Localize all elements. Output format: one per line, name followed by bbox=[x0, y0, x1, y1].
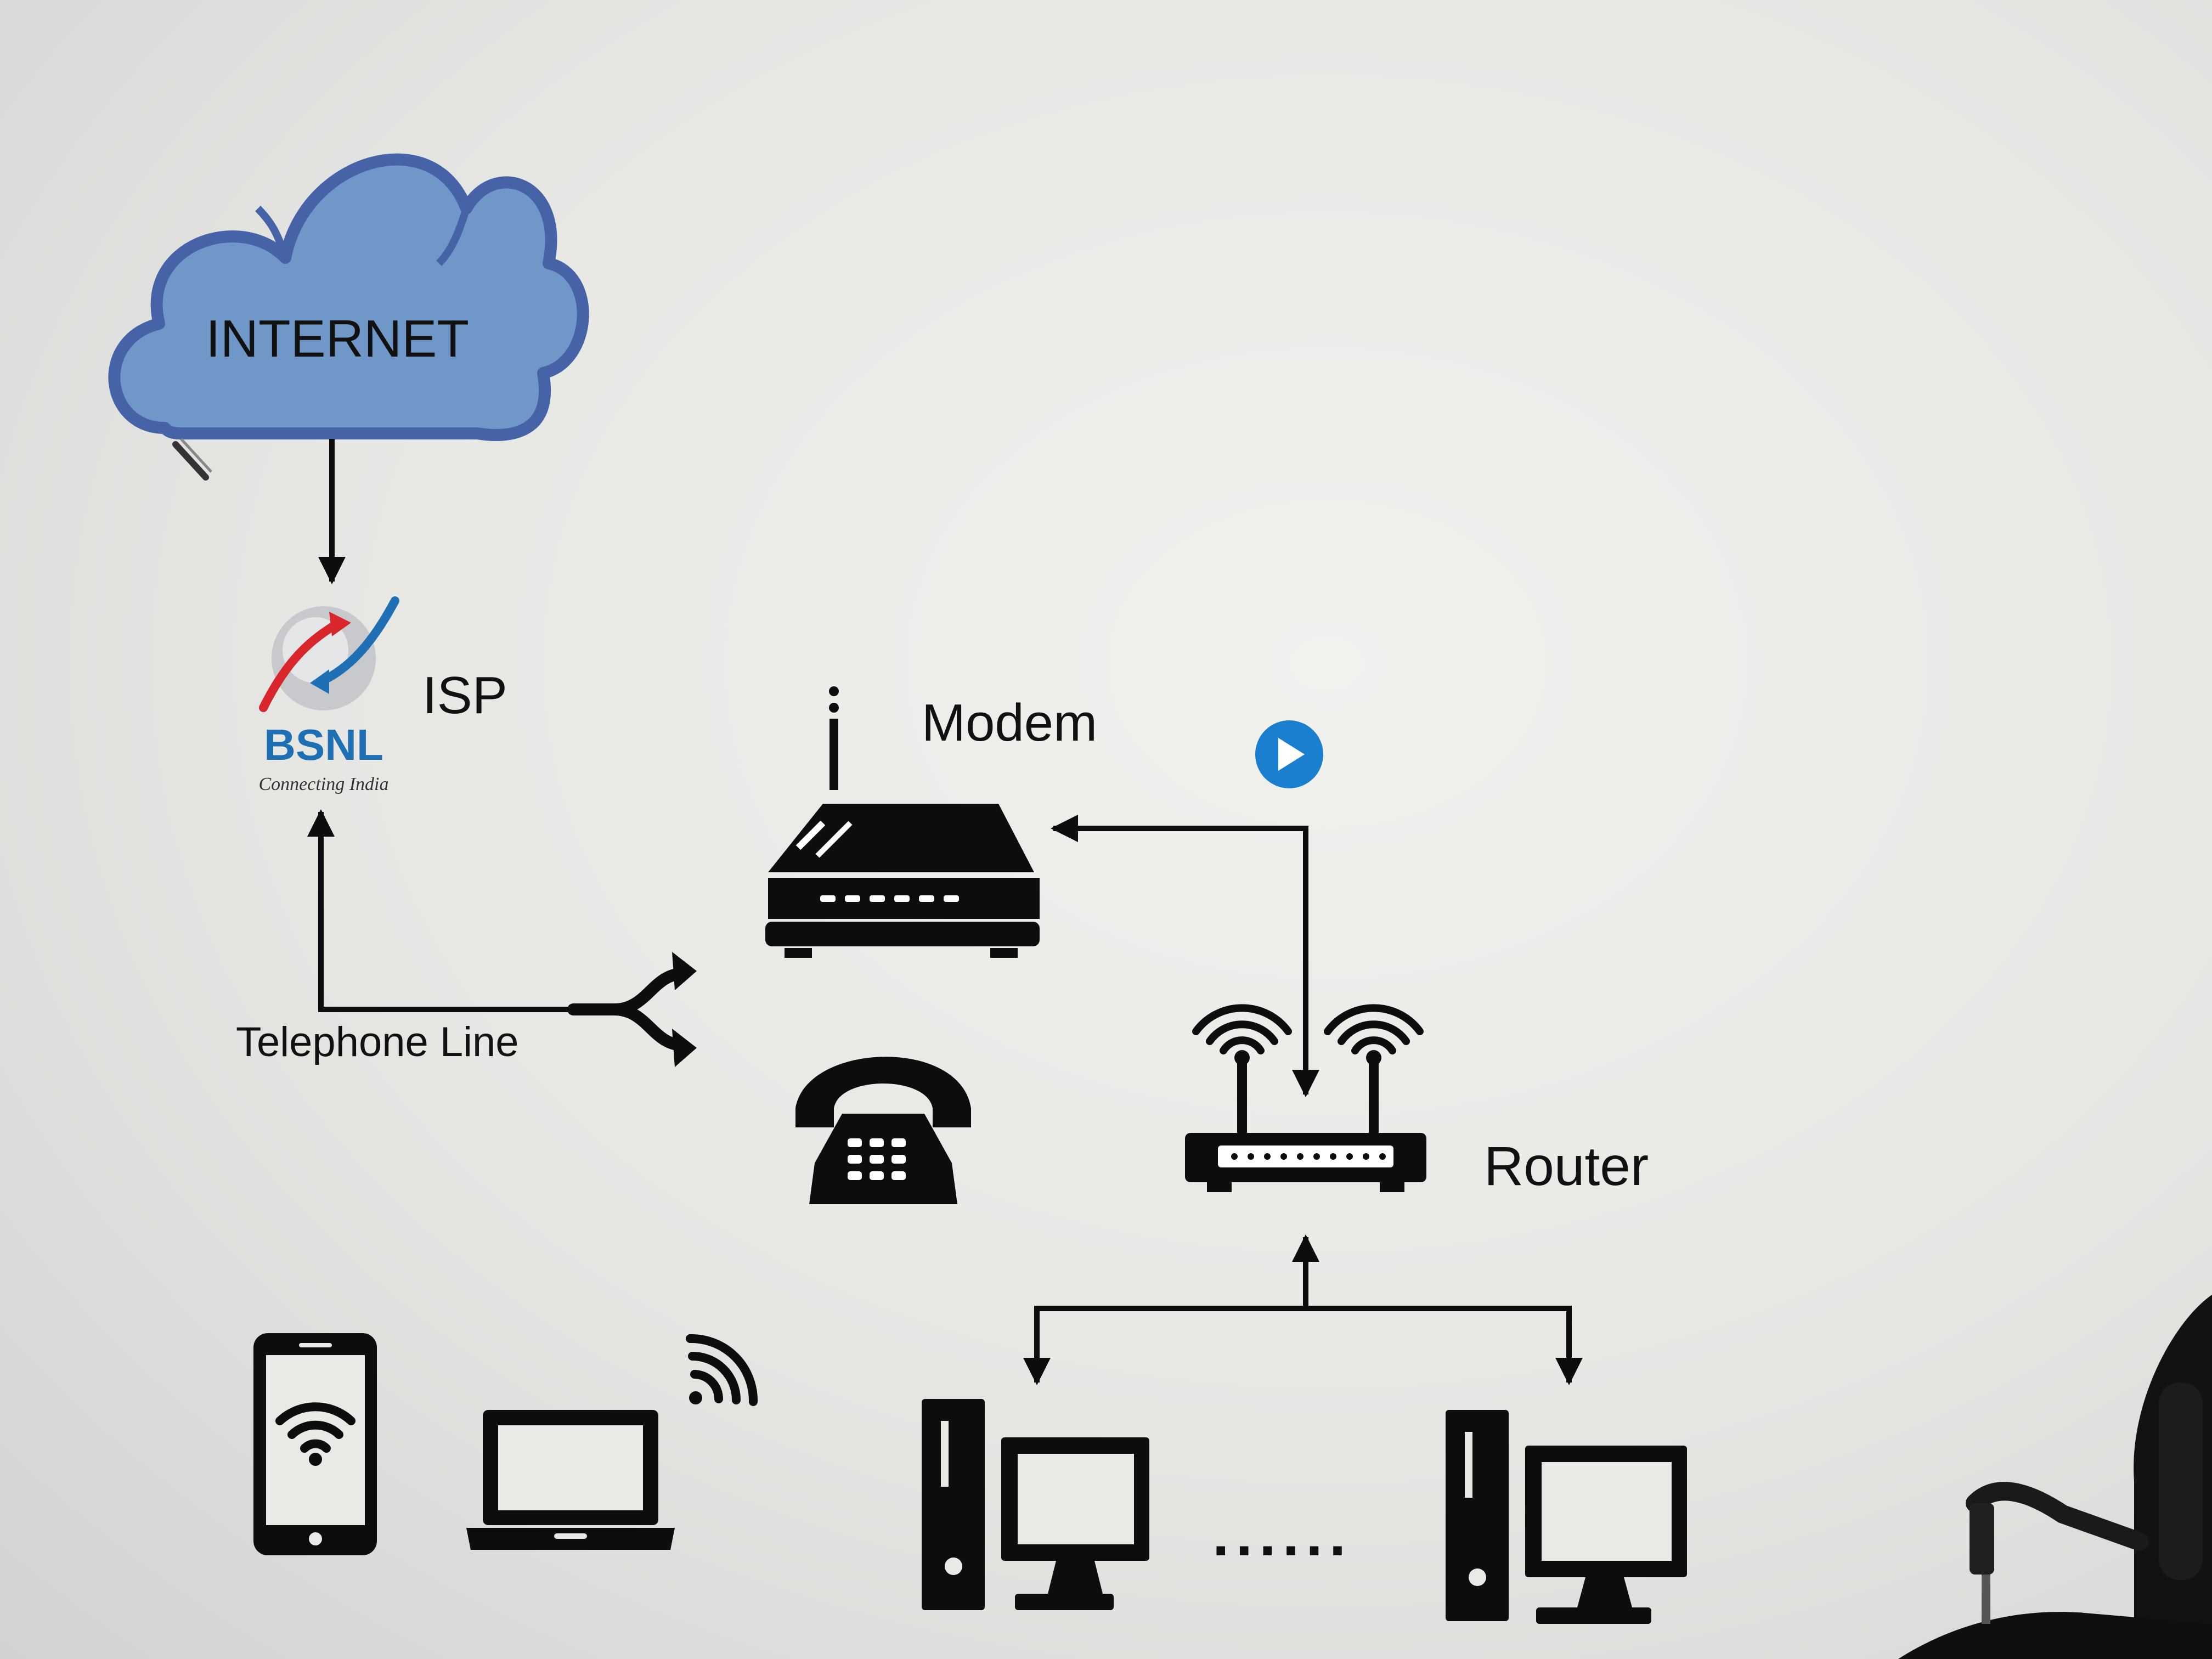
play-icon bbox=[1278, 738, 1305, 771]
ellipsis-label: ...... bbox=[1212, 1501, 1352, 1568]
isp-label: ISP bbox=[422, 666, 507, 725]
bsnl-logo: BSNL Connecting India bbox=[258, 596, 399, 794]
microphone-icon bbox=[1898, 1295, 2212, 1659]
laptop-icon bbox=[466, 1410, 675, 1550]
modem-label: Modem bbox=[922, 693, 1097, 752]
desktop-computer-icon bbox=[922, 1399, 1149, 1610]
bsnl-tagline: Connecting India bbox=[258, 774, 388, 794]
wifi-signal-icon bbox=[686, 1334, 758, 1406]
telephone-line-to-isp-arrow bbox=[307, 809, 573, 1012]
internet-label: INTERNET bbox=[206, 309, 469, 368]
router-icon bbox=[1185, 1004, 1426, 1192]
internet-cloud: INTERNET bbox=[108, 153, 589, 441]
telephone-icon bbox=[795, 1057, 971, 1204]
bsnl-wordmark: BSNL bbox=[264, 720, 383, 769]
lan-bus-line bbox=[1034, 1306, 1572, 1380]
connectors bbox=[307, 439, 1583, 1385]
smartphone-wifi-icon bbox=[253, 1333, 377, 1555]
modem-icon bbox=[765, 686, 1040, 958]
splitter-arrowheads bbox=[672, 952, 697, 1067]
splitter-icon bbox=[567, 968, 689, 1051]
pen-cursor-icon bbox=[172, 438, 212, 481]
play-button[interactable] bbox=[1255, 720, 1323, 788]
router-label: Router bbox=[1484, 1136, 1649, 1197]
desktop-computer-icon bbox=[1446, 1410, 1687, 1624]
telephone-line-label: Telephone Line bbox=[236, 1019, 519, 1065]
